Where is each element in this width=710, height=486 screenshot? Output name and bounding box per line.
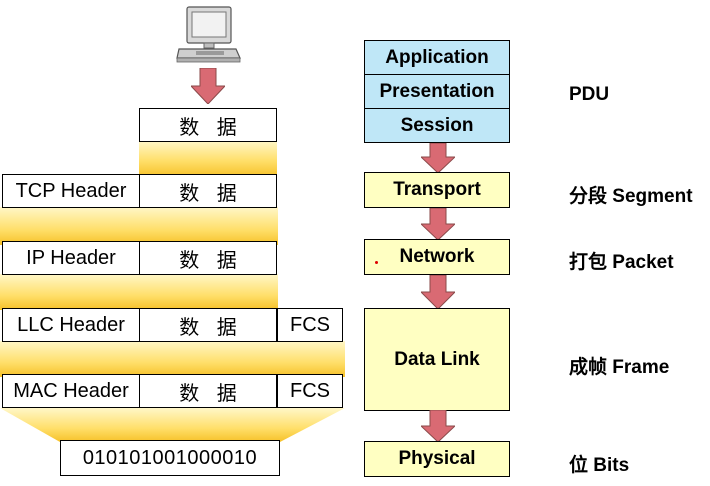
down-arrow-icon — [421, 410, 455, 442]
segment-label: 分段 Segment — [569, 186, 693, 207]
layer-physical: Physical — [364, 441, 510, 477]
layer-application: Application — [364, 40, 510, 75]
ip-header-box: IP Header — [2, 241, 140, 275]
layer-presentation: Presentation — [364, 74, 510, 109]
data-box-llc: 数 据 — [139, 308, 277, 342]
frame-label: 成帧 Frame — [569, 357, 670, 378]
computer-icon — [176, 6, 241, 63]
fcs-box-mac: FCS — [277, 374, 343, 408]
data-box-transport: 数 据 — [139, 174, 277, 208]
fcs-box-llc: FCS — [277, 308, 343, 342]
down-arrow-icon — [191, 68, 225, 104]
tcp-header-box: TCP Header — [2, 174, 140, 208]
bit-stream-box: 010101001000010 — [60, 440, 280, 476]
down-arrow-icon — [421, 208, 455, 240]
layer-network: Network — [364, 239, 510, 275]
layer-data-link: Data Link — [364, 308, 510, 411]
encapsulation-band-5 — [0, 408, 345, 442]
encapsulation-band-2 — [0, 207, 278, 245]
data-box-network: 数 据 — [139, 241, 277, 275]
encapsulation-band-4 — [0, 341, 345, 377]
bits-label: 位 Bits — [569, 455, 630, 476]
llc-header-box: LLC Header — [2, 308, 140, 342]
down-arrow-icon — [421, 275, 455, 309]
layer-session: Session — [364, 108, 510, 143]
data-box-mac: 数 据 — [139, 374, 277, 408]
pdu-label: PDU — [569, 84, 610, 105]
layer-transport: Transport — [364, 172, 510, 208]
packet-label: 打包 Packet — [569, 252, 674, 273]
encapsulation-band-1 — [139, 141, 277, 177]
mac-header-box: MAC Header — [2, 374, 140, 408]
down-arrow-icon — [421, 143, 455, 173]
encapsulation-band-3 — [0, 274, 278, 310]
red-dot-marker — [375, 261, 378, 264]
data-box-application: 数 据 — [139, 108, 277, 142]
